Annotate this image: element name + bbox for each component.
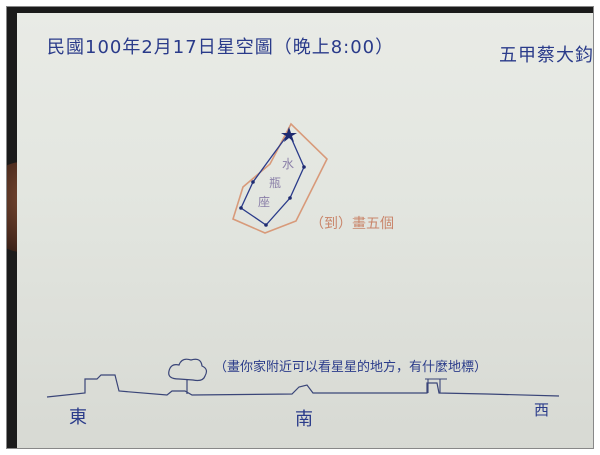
- landscape-instruction: （畫你家附近可以看星星的地方，有什麼地標）: [214, 360, 488, 375]
- direction-west: 西: [534, 401, 550, 419]
- constellation-star: [264, 223, 268, 227]
- constellation-lines: [240, 132, 305, 226]
- photo: 民國100年2月17日星空圖（晚上8:00） 五甲蔡大鈞 水 瓶 座 （到）畫五…: [7, 7, 593, 448]
- constellation-outline: [232, 122, 328, 234]
- constellation-star: [288, 196, 292, 200]
- drawing-layer: [46, 122, 560, 398]
- horizon-line: [46, 374, 560, 398]
- constellation-star: [251, 180, 255, 184]
- tree-landmark: [168, 358, 208, 394]
- constellation-char-3: 座: [258, 195, 271, 209]
- constellation-char-1: 水: [282, 157, 295, 171]
- direction-south: 南: [295, 409, 313, 430]
- chart-title: 民國100年2月17日星空圖（晚上8:00）: [47, 37, 395, 58]
- constellation-star-top: [281, 127, 297, 142]
- pavilion-landmark: [425, 378, 447, 393]
- constellation-star: [239, 206, 243, 210]
- direction-east: 東: [69, 407, 87, 428]
- constellation-char-2: 瓶: [269, 176, 282, 190]
- constellation-star: [302, 165, 306, 169]
- author-name: 五甲蔡大鈞: [499, 45, 593, 66]
- pencil-note: （到）畫五個: [310, 216, 394, 232]
